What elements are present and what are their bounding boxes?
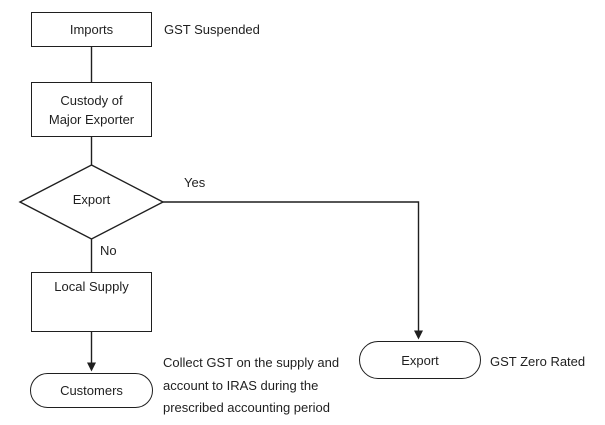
node-local-supply-label: Local Supply xyxy=(54,279,129,294)
node-customers: Customers xyxy=(30,373,153,408)
node-local-supply: Local Supply xyxy=(31,272,152,332)
node-customers-label: Customers xyxy=(60,383,123,398)
annotation-gst-suspended: GST Suspended xyxy=(164,22,260,37)
collect-note-line1: Collect GST on the supply and xyxy=(163,355,340,370)
node-custody-label-line2: Major Exporter xyxy=(48,111,135,127)
node-imports: Imports xyxy=(31,12,152,47)
connector-decision-export xyxy=(163,201,420,331)
arrowhead-customers xyxy=(87,362,96,372)
export-decision-label: Export xyxy=(72,192,111,207)
collect-note-line3: prescribed accounting period xyxy=(163,400,330,415)
node-imports-label: Imports xyxy=(69,22,114,37)
node-export-terminal: Export xyxy=(359,341,481,379)
collect-note-line2: account to IRAS during the xyxy=(163,377,319,393)
annotation-gst-zero-rated: GST Zero Rated xyxy=(490,354,586,369)
node-custody-label-line1: Custody of xyxy=(60,92,123,108)
node-export-terminal-label: Export xyxy=(401,352,439,368)
annotation-collect-gst-note: Collect GST on the supply and account to… xyxy=(163,352,373,420)
arrowhead-export xyxy=(414,330,423,340)
edge-label-no: No xyxy=(100,243,117,258)
edge-label-yes: Yes xyxy=(184,175,206,190)
node-custody-of-major-exporter: Custody of Major Exporter xyxy=(31,82,152,137)
